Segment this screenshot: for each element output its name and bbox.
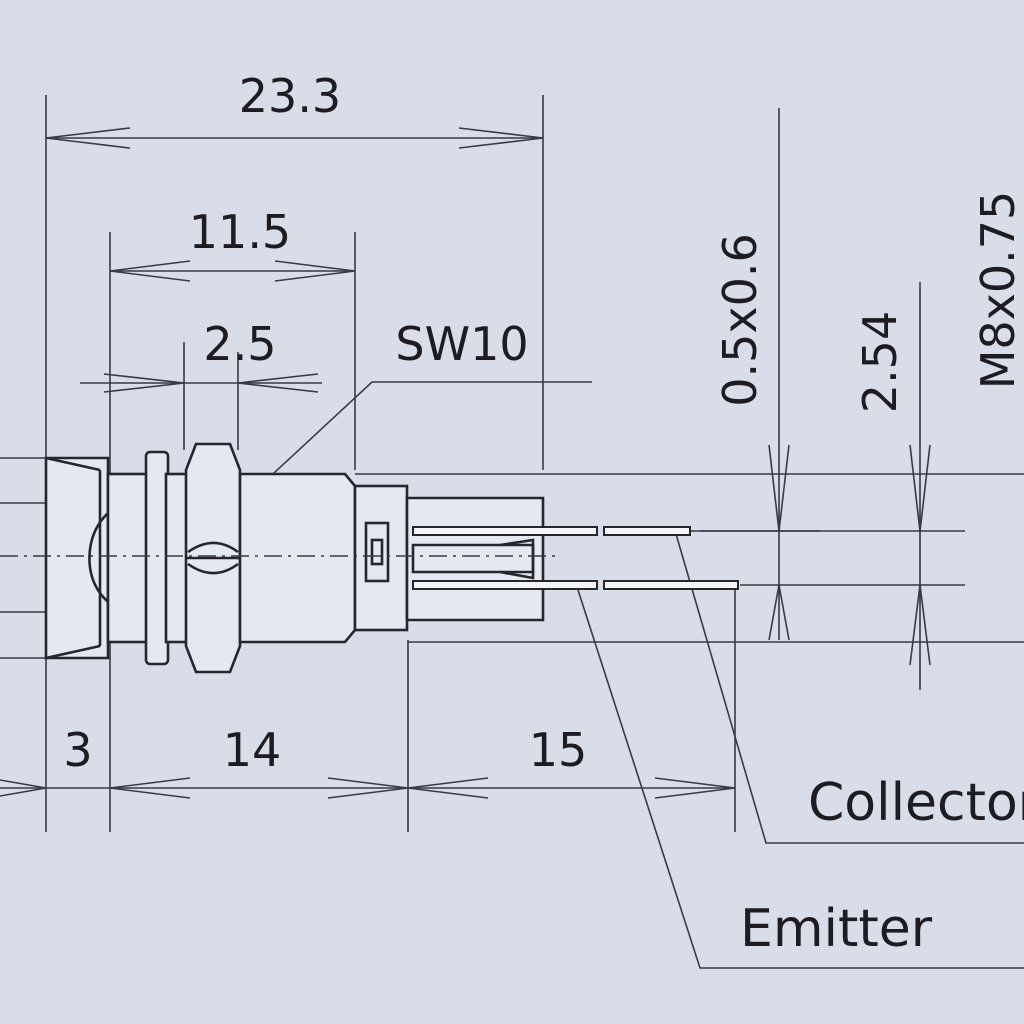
emitter-label: Emitter xyxy=(740,899,933,959)
collector-pin-tip xyxy=(603,526,691,536)
led-holder-body xyxy=(0,442,560,674)
dim-thread: M8x0.75 xyxy=(971,191,1024,390)
dim-nut-width: 2.5 xyxy=(203,317,276,371)
dim-wrench-size: SW10 xyxy=(395,317,528,371)
dim-lead-length: 15 xyxy=(529,723,588,777)
dim-overall-length: 23.3 xyxy=(239,69,341,123)
collector-label: Collector xyxy=(808,773,1024,833)
extension-lines xyxy=(0,95,1024,832)
dimension-labels: 23.3 11.5 2.5 SW10 3 14 15 0.5x0.6 2.54 … xyxy=(63,69,1024,777)
emitter-pin xyxy=(412,580,598,590)
dim-pin-pitch: 2.54 xyxy=(853,311,907,413)
collector-pin xyxy=(412,526,598,536)
dim-flange-to-nut: 11.5 xyxy=(189,205,291,259)
lead-pins xyxy=(412,526,820,590)
dimension-lines xyxy=(0,127,1024,969)
emitter-pin-tip xyxy=(603,580,739,590)
dim-pin-size: 0.5x0.6 xyxy=(713,233,767,407)
pin-labels: Collector Emitter xyxy=(740,773,1024,959)
dim-body-length: 14 xyxy=(223,723,282,777)
dim-head-length: 3 xyxy=(63,723,92,777)
